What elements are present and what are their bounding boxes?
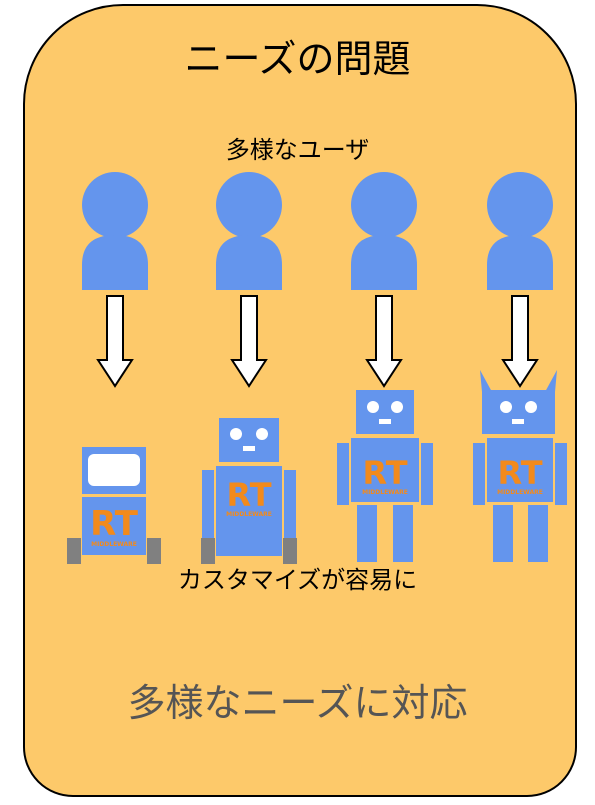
robot-logo-sub: MIDDLEWARE [497,489,543,496]
robot-logo: RT [226,476,271,514]
robot-logo-sub: MIDDLEWARE [362,489,408,496]
down-arrow-icon [230,295,268,388]
person-icon [216,172,282,290]
robot-icon: RT MIDDLEWARE [201,418,297,564]
robot-icon: RT MIDDLEWARE [67,447,161,564]
robot-logo: RT [497,454,542,492]
person-icon [487,172,553,290]
custom-label: カスタマイズが容易に [177,566,418,594]
robot-logo-sub: MIDDLEWARE [226,511,272,518]
card-title: ニーズの問題 [184,37,411,81]
bottom-label: 多様なニーズに対応 [127,681,468,725]
robot-icon: RT MIDDLEWARE [473,370,567,562]
down-arrow-icon [365,295,403,388]
robot-icon: RT MIDDLEWARE [337,390,433,562]
robot-logo-sub: MIDDLEWARE [91,541,137,548]
down-arrow-icon [501,295,539,388]
person-icon [82,172,148,290]
users-label: 多様なユーザ [225,136,370,164]
robot-logo: RT [362,454,407,492]
robot-logo: RT [90,504,139,544]
down-arrow-icon [96,295,134,388]
person-icon [351,172,417,290]
